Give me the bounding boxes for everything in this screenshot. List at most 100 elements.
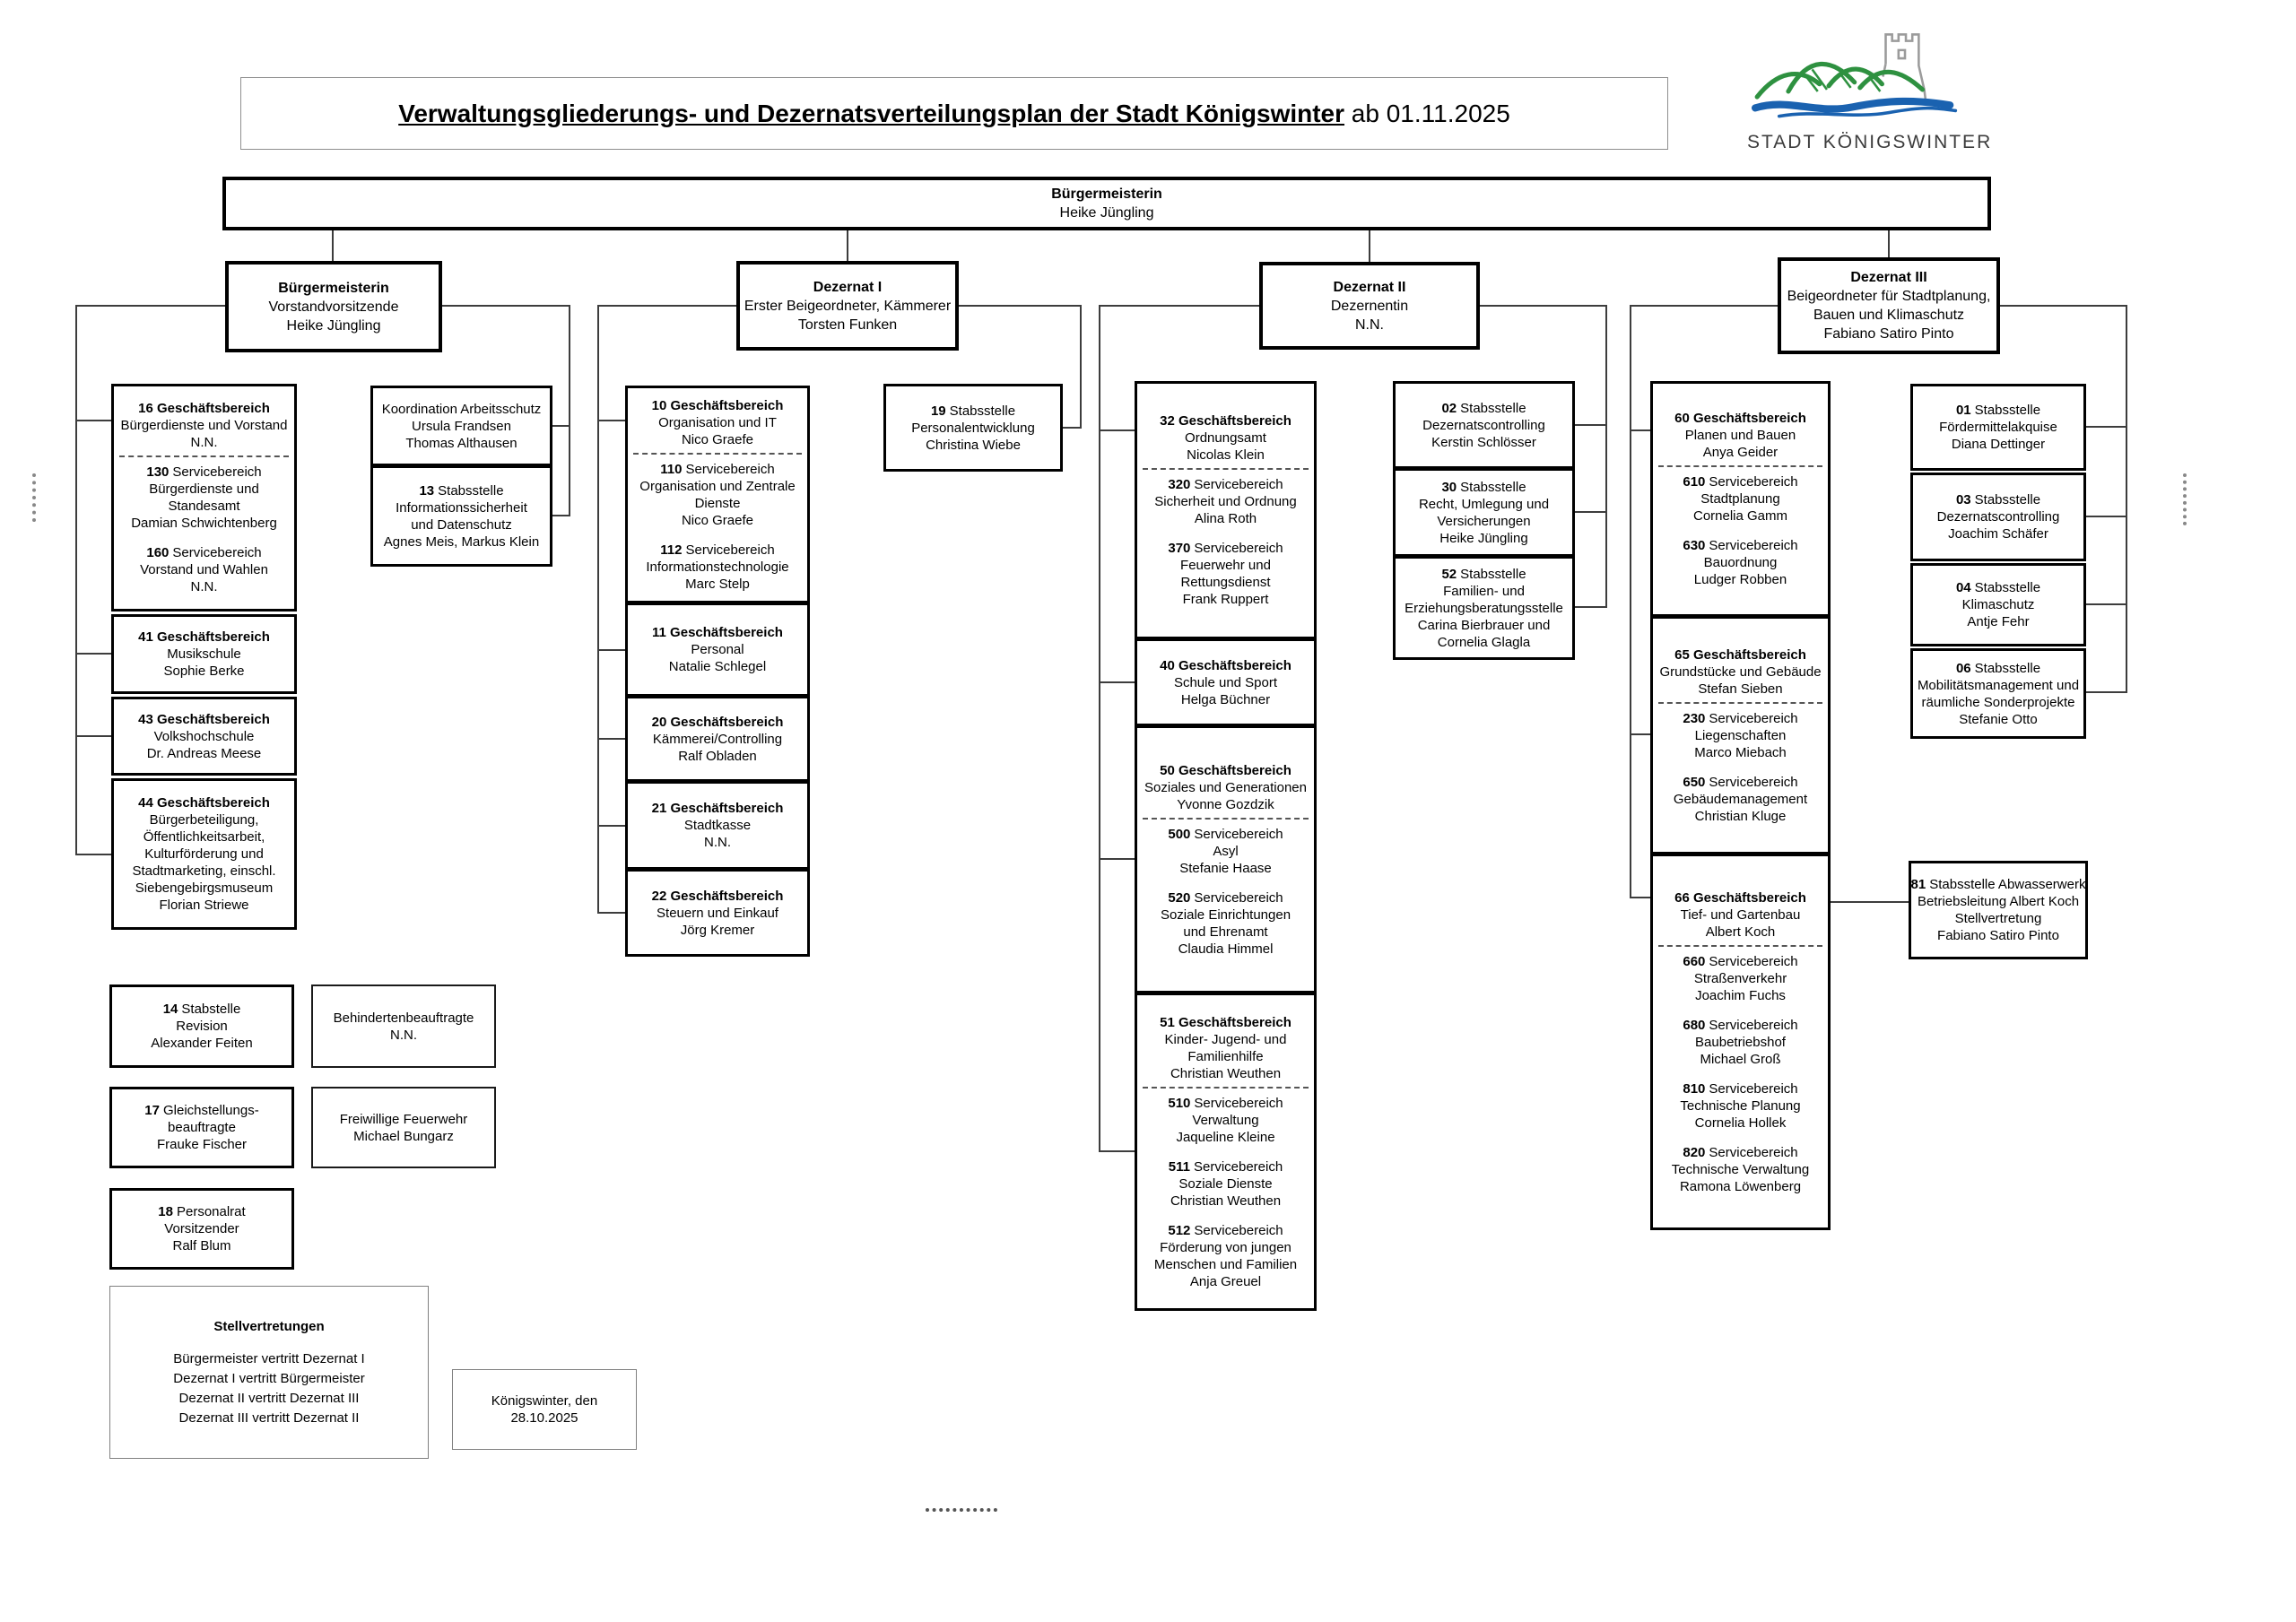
box-text-line: Stefan Sieben	[1698, 681, 1782, 698]
org-unit-number: 19	[930, 403, 946, 419]
box-text-line: Ralf Obladen	[678, 748, 757, 765]
box-text-line: Stellvertretung	[1955, 910, 2042, 927]
org-unit-label: Servicebereich	[1194, 1095, 1283, 1111]
box-text-line: Stadtmarketing, einschl.	[132, 863, 275, 880]
connector-line	[75, 420, 111, 421]
connector-line	[1099, 681, 1135, 683]
org-text: Stefanie Haase	[1179, 860, 1272, 876]
box-text-line: Heike Jüngling	[287, 317, 381, 335]
box-text-line: Damian Schwichtenberg	[131, 515, 277, 532]
box-text-line: Verwaltung	[1192, 1112, 1258, 1129]
connector-line	[2126, 305, 2127, 693]
org-unit-number: 510	[1168, 1095, 1191, 1111]
org-text: Stefanie Otto	[1959, 711, 2038, 727]
org-text: Nico Graefe	[681, 431, 754, 447]
org-text: Soziales und Generationen	[1144, 779, 1307, 795]
box-text-line: Stellvertretungen	[213, 1317, 324, 1337]
org-text: 40 Geschäftsbereich	[1160, 657, 1292, 673]
org-text: Florian Striewe	[159, 898, 249, 913]
org-text: Alina Roth	[1194, 511, 1257, 526]
org-text: Heike Jüngling	[286, 317, 381, 334]
org-unit-number: 18	[158, 1204, 173, 1219]
org-text: Joachim Fuchs	[1695, 987, 1786, 1003]
org-text: Dezernat III	[1850, 270, 1927, 285]
box-text-line: Gebäudemanagement	[1674, 791, 1807, 808]
connector-line	[597, 420, 625, 421]
org-text: Frauke Fischer	[156, 1137, 248, 1152]
connector-line	[75, 653, 111, 655]
box-text-line: Marc Stelp	[685, 576, 750, 593]
box-text-line: Michael Bungarz	[353, 1128, 454, 1145]
org-unit-number: 06	[1955, 660, 1971, 676]
org-text: 44 Geschäftsbereich	[138, 795, 270, 811]
box-text-line: Torsten Funken	[798, 316, 897, 334]
org-text: Jörg Kremer	[680, 922, 755, 938]
box-text-line: Fabiano Satiro Pinto	[1824, 325, 1954, 343]
org-text: Dr. Andreas Meese	[146, 745, 262, 761]
org-unit-label: Servicebereich	[1194, 889, 1283, 906]
box-text-line: Informationstechnologie	[646, 559, 788, 576]
org-text: Siebengebirgsmuseum	[135, 880, 274, 896]
box-text-line: Bauordnung	[1704, 554, 1778, 571]
org-text: 20 Geschäftsbereich	[651, 714, 784, 730]
org-text: Tief- und Gartenbau	[1680, 906, 1801, 923]
org-unit-label: Servicebereich	[685, 461, 775, 477]
box-text-line: 21 Geschäftsbereich	[652, 800, 784, 817]
org-text: Sophie Berke	[163, 664, 245, 679]
box-text-line: Bürgermeisterin	[1051, 185, 1162, 204]
org-unit-number: 370	[1168, 541, 1191, 556]
org-text: Technische Verwaltung	[1671, 1161, 1810, 1177]
box-text-line: Jörg Kremer	[681, 922, 755, 939]
org-text: 50 Geschäftsbereich	[1160, 762, 1292, 778]
org-text: Stadtplanung	[1700, 491, 1780, 507]
org-unit-label: Stabsstelle	[949, 403, 1016, 419]
org-text: Bauen und Klimaschutz	[1813, 308, 1965, 323]
org-text: 28.10.2025	[510, 1410, 578, 1426]
box-text-line: Dezernatscontrolling	[1422, 417, 1545, 434]
org-text: Bürgerbeteiligung,	[149, 812, 259, 828]
box-text-line: 10 Geschäftsbereich	[652, 397, 784, 414]
box-text-line: Fabiano Satiro Pinto	[1937, 927, 2059, 944]
box-text-line: 41 Geschäftsbereich	[138, 629, 270, 646]
org-text: 51 Geschäftsbereich	[1160, 1014, 1292, 1030]
org-unit-number: 130	[146, 464, 170, 480]
org-text: N.N.	[190, 579, 218, 594]
org-text: Behindertenbeauftragte	[333, 1010, 474, 1026]
box-text-line: Fördermittelakquise	[1939, 419, 2057, 436]
connector-line	[75, 305, 225, 307]
org-text: Natalie Schlegel	[668, 659, 767, 674]
org-text: und Datenschutz	[411, 516, 512, 533]
org-unit-number: 110	[660, 461, 683, 477]
org-text: N.N.	[704, 835, 731, 850]
org-unit-number: 320	[1168, 477, 1191, 492]
connector-line	[1099, 305, 1259, 307]
org-text: Ludger Robben	[1693, 572, 1787, 587]
connector-line	[2086, 603, 2126, 605]
box-text-line: Technische Planung	[1680, 1097, 1800, 1115]
org-text: Vorstand und Wahlen	[140, 562, 268, 577]
org-text: Heike Jüngling	[1059, 205, 1154, 221]
